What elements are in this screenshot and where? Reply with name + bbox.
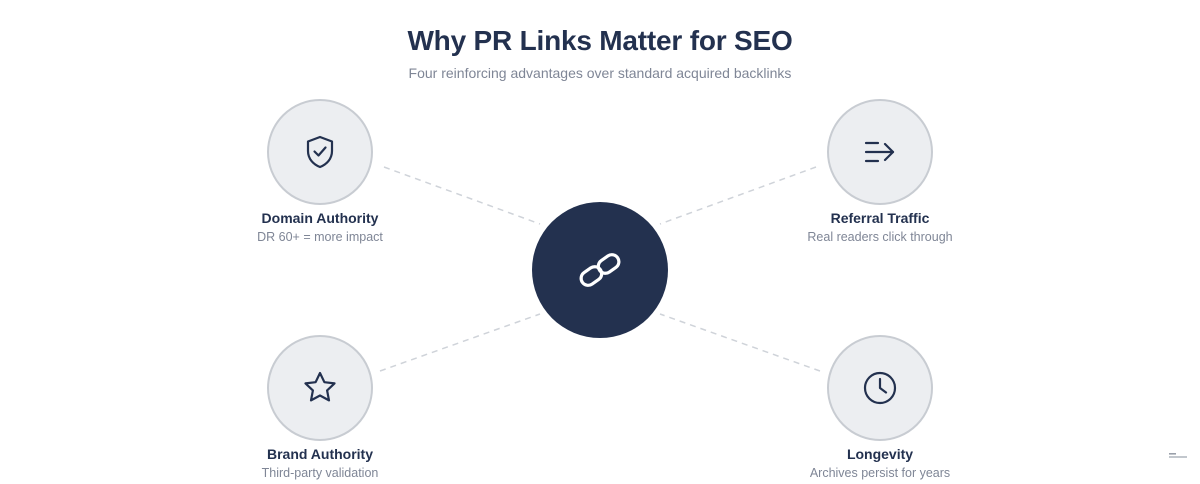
arrow-lines-icon: [864, 141, 895, 163]
benefit-referral-traffic: Referral Traffic Real readers click thro…: [790, 99, 970, 245]
link-icon: [579, 253, 621, 287]
connector-domain-authority: [383, 166, 541, 225]
benefit-title: Brand Authority: [266, 446, 374, 462]
benefit-longevity: Longevity Archives persist for years: [790, 335, 970, 481]
benefit-icon-circle: [267, 335, 373, 441]
benefit-description: Real readers click through: [807, 230, 953, 244]
page-subtitle: Four reinforcing advantages over standar…: [408, 65, 792, 81]
benefit-description: DR 60+ = more impact: [257, 230, 383, 244]
benefit-title: Referral Traffic: [830, 210, 930, 226]
benefit-title: Domain Authority: [261, 210, 379, 226]
page-title: Why PR Links Matter for SEO: [407, 25, 793, 56]
watermark-logo: [1169, 453, 1187, 458]
shield-check-icon: [306, 135, 334, 169]
benefit-description: Third-party validation: [261, 466, 379, 480]
hub-circle: [532, 202, 668, 338]
benefit-title: Longevity: [846, 446, 914, 462]
connector-referral-traffic: [659, 166, 817, 225]
benefit-description: Archives persist for years: [809, 466, 951, 480]
benefit-brand-authority: Brand Authority Third-party validation: [230, 335, 410, 481]
benefit-icon-circle: [267, 99, 373, 205]
star-icon: [304, 371, 336, 402]
benefit-icon-circle: [827, 99, 933, 205]
clock-icon: [863, 371, 897, 405]
benefit-icon-circle: [827, 335, 933, 441]
benefit-domain-authority: Domain Authority DR 60+ = more impact: [230, 99, 410, 245]
